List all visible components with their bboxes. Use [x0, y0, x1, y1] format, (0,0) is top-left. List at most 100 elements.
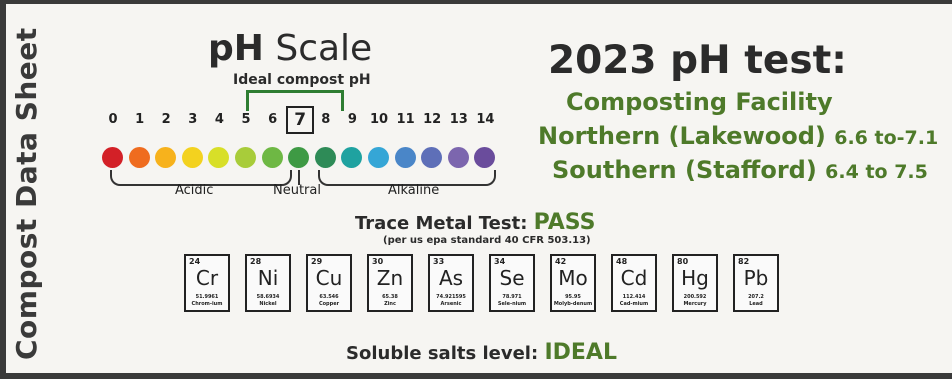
ph-color-dot: [102, 147, 123, 168]
trace-metal-heading: Trace Metal Test: PASS: [355, 210, 596, 235]
ph-color-dot: [155, 147, 177, 168]
element-number: 34: [494, 257, 506, 266]
element-name: Zinc: [384, 301, 396, 307]
element-symbol: Zn: [376, 266, 404, 290]
element-number: 82: [738, 257, 750, 266]
element-number: 29: [311, 257, 323, 266]
ph-color-dot: [181, 147, 203, 168]
ph-color-dot: [341, 147, 363, 168]
element-mass: 95.95: [565, 294, 581, 300]
ph-color-dot: [128, 147, 150, 168]
ph-scale-title-rest: Scale: [263, 28, 373, 69]
ph-color-dot: [368, 147, 389, 168]
ph-color-dot: [421, 147, 443, 168]
element-mass: 51.9961: [195, 294, 219, 300]
ph-number: 11: [396, 112, 415, 127]
salts-value: IDEAL: [544, 340, 617, 365]
ph-color-row: [100, 147, 520, 171]
acidic-brace: [110, 170, 292, 186]
element-mass: 63.546: [319, 294, 339, 300]
ph-color-dot: [394, 147, 416, 168]
ph-color-dot: [288, 147, 310, 168]
element-number: 80: [677, 257, 689, 266]
left-border: [0, 0, 6, 379]
element-number: 33: [433, 257, 445, 266]
element-mass: 78.971: [502, 294, 522, 300]
element-symbol: Se: [499, 266, 525, 290]
element-number: 28: [250, 257, 262, 266]
neutral-label: Neutral: [273, 183, 321, 198]
ph-color-dot: [314, 147, 336, 168]
element-name: Chrom-ium: [191, 301, 223, 307]
element-symbol: Cr: [195, 266, 219, 290]
element-symbol: Ni: [257, 266, 279, 290]
ph-number: 1: [135, 112, 145, 127]
ph-number: 8: [321, 112, 331, 127]
ph-number: 10: [369, 112, 389, 127]
alkaline-brace: [318, 170, 496, 186]
ph-color-dot: [208, 147, 230, 168]
element-symbol: Mo: [558, 266, 588, 290]
element-number: 30: [372, 257, 384, 266]
element-number: 24: [189, 257, 201, 266]
ph-scale-title: pH Scale: [208, 28, 372, 69]
element-symbol: Hg: [681, 266, 709, 290]
ph-number: 0: [108, 112, 118, 127]
ph-number: 13: [449, 112, 468, 127]
ideal-range-bracket: [246, 90, 344, 111]
element-number: 48: [616, 257, 628, 266]
trace-result: PASS: [533, 210, 596, 235]
southern-label: Southern (Stafford): [552, 156, 817, 184]
top-border: [0, 0, 952, 4]
element-name: Arsenic: [440, 301, 462, 307]
ph-scale-title-bold: pH: [208, 28, 264, 69]
element-name: Cad-mium: [619, 301, 649, 307]
northern-result: Northern (Lakewood) 6.6 to-7.1: [538, 122, 938, 150]
ph-color-dot: [261, 147, 283, 168]
alkaline-label: Alkaline: [388, 183, 440, 198]
southern-value: 6.4 to 7.5: [825, 161, 928, 183]
element-symbol: As: [438, 266, 464, 290]
element-symbol: Cd: [620, 266, 648, 290]
facility-heading: Composting Facility: [566, 88, 833, 116]
element-symbol: Pb: [743, 266, 769, 290]
element-name: Nickel: [259, 301, 277, 307]
element-name: Mercury: [683, 301, 707, 307]
element-mass: 207.2: [748, 294, 764, 300]
element-mass: 74.921595: [436, 294, 466, 300]
ph-color-dot: [235, 147, 256, 168]
element-number: 42: [555, 257, 567, 266]
ph-number: 3: [188, 112, 198, 127]
northern-value: 6.6 to-7.1: [834, 127, 939, 149]
ph-number: 2: [161, 112, 171, 127]
ph-number: 14: [476, 112, 495, 127]
element-symbol: Cu: [315, 266, 343, 290]
element-name: Lead: [749, 301, 763, 307]
acidic-label: Acidic: [175, 183, 214, 198]
element-mass: 112.414: [622, 294, 646, 300]
element-mass: 65.38: [382, 294, 398, 300]
ph-color-dot: [447, 147, 469, 168]
southern-result: Southern (Stafford) 6.4 to 7.5: [552, 156, 928, 184]
salts-label: Soluble salts level:: [346, 343, 539, 364]
element-name: Sele-nium: [497, 301, 527, 307]
ph-number: 12: [423, 112, 442, 127]
ph-number: 5: [241, 112, 251, 127]
ph-number: 6: [268, 112, 278, 127]
element-mass: 200.592: [683, 294, 707, 300]
ph-number: 7: [286, 106, 315, 134]
side-title: Compost Data Sheet: [10, 27, 43, 360]
northern-label: Northern (Lakewood): [538, 122, 826, 150]
